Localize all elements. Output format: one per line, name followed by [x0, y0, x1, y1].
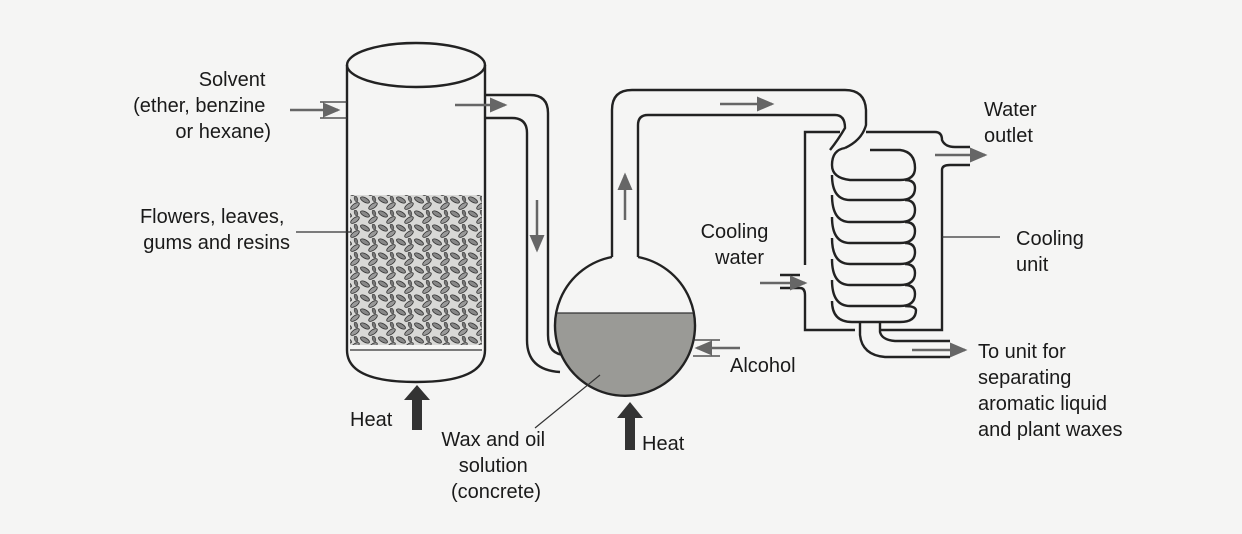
water-outlet-label: Water outlet [984, 99, 1042, 147]
plant-material [350, 195, 482, 345]
heat-label-left: Heat [350, 409, 393, 431]
solvent-label: Solvent (ether, benzine or hexane) [133, 69, 271, 143]
heat-label-right: Heat [642, 433, 685, 455]
flowers-label: Flowers, leaves, gums and resins [140, 206, 290, 254]
cooling-water-label: Cooling water [701, 221, 774, 269]
alcohol-label: Alcohol [730, 355, 796, 377]
extraction-vessel [345, 41, 487, 384]
flask [553, 255, 697, 397]
cooling-unit-label: Cooling unit [1016, 228, 1089, 276]
to-unit-label: To unit for separating aromatic liquid a… [978, 341, 1123, 441]
condenser-coil [830, 146, 918, 324]
wax-label: Wax and oil solution (concrete) [441, 429, 550, 503]
heat-arrow-right [617, 402, 643, 450]
cooling-unit [760, 130, 1000, 332]
concrete-liquid [555, 313, 695, 395]
heat-arrow-left [404, 385, 430, 430]
